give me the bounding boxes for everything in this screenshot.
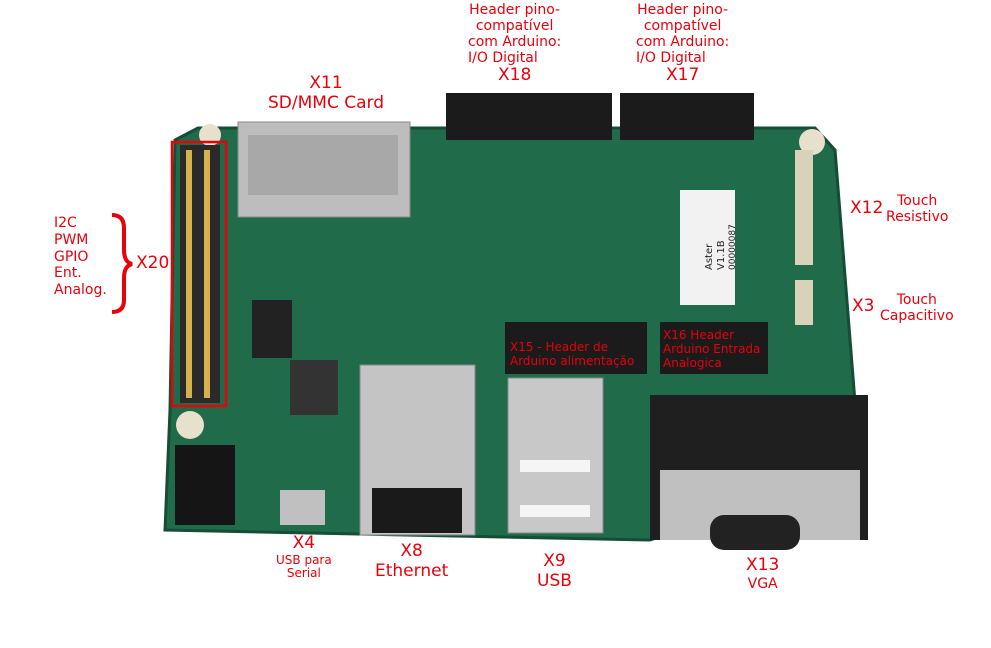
x20-desc-line: I2C [54,215,77,231]
x15-desc-line: X15 - Header de [510,340,608,354]
x11-label: X11 SD/MMC Card [268,73,384,113]
serial-sticker [680,190,735,305]
mount-hole [799,129,825,155]
x20-brace [111,213,133,314]
x16-desc-line: Arduino Entrada [663,341,761,356]
x15-header [505,322,647,374]
x15-label: X15 - Header de Arduino alimentação [510,340,635,369]
x20-highlight [170,140,228,408]
x17-desc-line: com Arduino: [636,34,730,51]
x3-id: X3 [852,296,875,316]
x4-label: X4 USB para Serial [276,533,332,581]
x16-desc-line: X16 Header [663,328,734,342]
x17-id: X17 [665,65,700,86]
x12-id: X12 [850,198,884,218]
x4-micro-usb [280,490,325,525]
x9-id: X9 [543,551,566,571]
x18-id: X18 [497,65,532,86]
x3-desc-line: Capacitivo [880,308,954,325]
x9-desc: USB [537,570,572,591]
x13-label: X13 VGA [746,555,780,592]
x3-desc-line: Touch [896,292,937,308]
chip [252,300,292,358]
x16-header [660,322,768,374]
x16-desc-line: Analogica [663,355,722,370]
x12-desc: Touch Resistivo [886,193,948,225]
x13-desc: VGA [747,575,778,592]
x9-label: X9 USB [537,551,572,591]
x17-desc-line: compatível [643,18,722,35]
x4-desc-line: USB para [276,552,332,567]
x13-id: X13 [746,555,780,575]
x8-id: X8 [400,541,423,561]
x4-desc-line: Serial [286,566,321,581]
x12-desc-line: Resistivo [886,209,949,226]
x15-desc-line: Arduino alimentação [510,353,635,368]
x17-header [620,93,754,140]
x4-id: X4 [292,533,316,553]
x3-desc: Touch Capacitivo [880,292,954,324]
x18-desc-line: compatível [475,18,554,35]
x17-label: Header pino- compatível com Arduino: I/O… [636,2,729,86]
x12-desc-line: Touch [897,193,938,209]
x18-header [446,93,612,140]
x8-label: X8 Ethernet [375,541,449,581]
x18-desc-line: Header pino- [469,2,561,18]
x3-connector [795,280,813,325]
x18-desc-line: I/O Digital [468,50,538,67]
chip [290,360,338,415]
x20-id: X20 [136,253,170,273]
x11-id: X11 [309,73,343,93]
mount-hole [176,411,204,439]
mount-hole [199,124,221,146]
x17-desc-line: I/O Digital [636,50,706,67]
x20-desc-line: GPIO [54,248,89,265]
x12-connector [795,150,813,265]
x20-desc-line: Ent. [54,265,82,282]
x20-desc: I2C PWM GPIO Ent. Analog. [54,215,107,299]
x20-desc-line: PWM [54,231,89,248]
x17-desc-line: Header pino- [637,2,729,18]
x18-label: Header pino- compatível com Arduino: I/O… [468,2,561,86]
x8-desc: Ethernet [375,560,449,581]
x18-desc-line: com Arduino: [468,34,562,51]
x20-desc-line: Analog. [54,282,107,299]
x16-label: X16 Header Arduino Entrada Analogica [663,328,761,370]
dc-jack [175,445,235,525]
x11-desc: SD/MMC Card [268,92,384,113]
